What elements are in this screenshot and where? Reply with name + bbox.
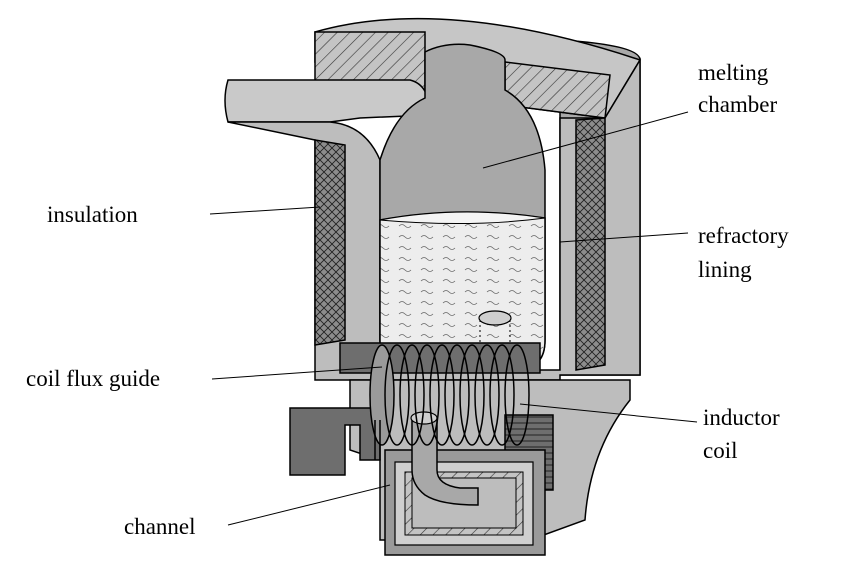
label-channel: channel [124, 514, 196, 539]
label-refractory-lining-line1: refractory [698, 223, 789, 248]
label-coil-flux-guide: coil flux guide [26, 366, 160, 391]
channel-tube [411, 417, 479, 506]
label-insulation: insulation [47, 202, 138, 227]
coil-flux-guide [289, 407, 381, 476]
leader-insulation [209, 206, 321, 215]
leader-coil-flux-guide [211, 366, 383, 380]
leader-refractory-lining [559, 232, 689, 243]
label-refractory-lining-line2: lining [698, 257, 752, 282]
insulation-left-band [314, 139, 346, 346]
pouring-spout [224, 79, 431, 123]
melt-surface [379, 211, 546, 225]
label-inductor-coil-line2: coil [703, 438, 738, 463]
leader-melting-chamber [482, 111, 689, 169]
label-melting-chamber-line2: chamber [698, 92, 778, 117]
label-inductor-coil-line1: inductor [703, 405, 780, 430]
leader-channel [227, 484, 391, 526]
label-melting-chamber-line1: melting [698, 60, 769, 85]
insulation-right-band [575, 117, 606, 371]
leader-inductor-coil [519, 403, 698, 423]
channel-inlet [478, 310, 512, 326]
inductor-coil-windings [369, 344, 530, 446]
